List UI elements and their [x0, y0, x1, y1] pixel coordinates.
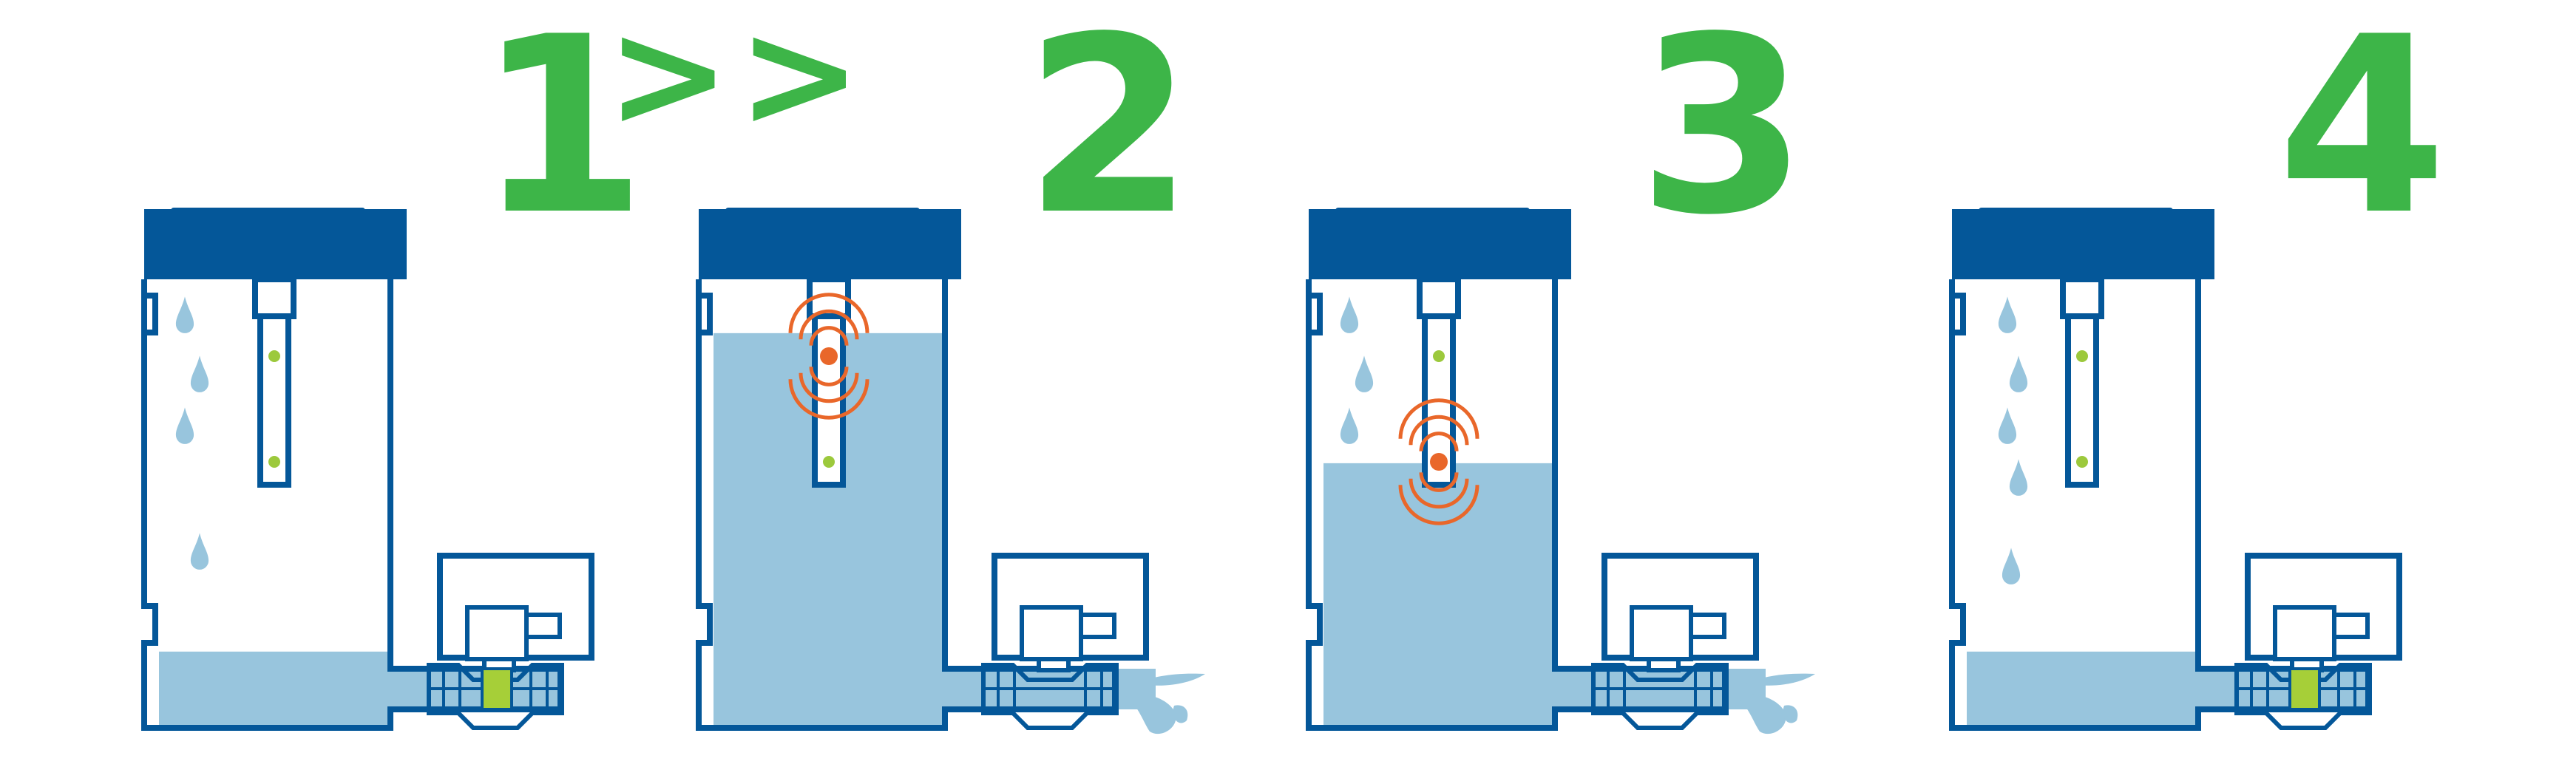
step-labels: 1>> 2 3 4	[477, 0, 2447, 268]
valve-stem	[1037, 657, 1071, 672]
step-panels	[141, 208, 2402, 734]
signal-waves-icon	[809, 367, 849, 386]
signal-waves-icon	[788, 379, 870, 420]
water-drop-icon	[175, 296, 194, 333]
signal-waves-icon	[788, 293, 870, 333]
discharge-splash	[1734, 693, 1786, 734]
valve-body	[1591, 663, 1729, 730]
sensor-dot-upper	[2076, 350, 2088, 362]
step-panel	[141, 208, 594, 731]
discharge-spray	[1135, 673, 1205, 686]
water-drop-icon	[190, 355, 209, 392]
discharge-spray	[1745, 673, 1815, 686]
tank-notch	[141, 279, 158, 335]
tank-water	[159, 651, 390, 728]
discharge-drop	[1173, 705, 1188, 723]
solenoid-connector	[2332, 613, 2370, 639]
water-drop-icon	[2009, 355, 2028, 392]
tank-cap-band	[699, 209, 961, 279]
step-panel	[1949, 208, 2402, 731]
discharge-splash	[1124, 693, 1176, 734]
level-sensor-icon	[1417, 276, 1461, 319]
tank-notch	[696, 279, 713, 335]
tank-notch	[1949, 279, 1966, 335]
solenoid-connector	[524, 613, 562, 639]
water-drop-icon	[1340, 296, 1359, 333]
sensor-dot-lower	[823, 456, 835, 468]
sensor-alarm-dot	[1430, 453, 1448, 471]
water-drop-icon	[1355, 533, 1374, 570]
tank-water	[1323, 463, 1555, 728]
tank-cap-band	[1952, 209, 2214, 279]
solenoid-connector	[1689, 613, 1726, 639]
tank-notch	[1306, 279, 1323, 335]
water-drop-icon	[175, 407, 194, 444]
solenoid-connector	[1079, 613, 1116, 639]
tank-cap-band	[144, 209, 407, 279]
step-number-label: 4	[2277, 0, 2447, 268]
valve-body	[2234, 663, 2372, 730]
sensor-dot-upper	[1433, 350, 1445, 362]
signal-waves-icon	[799, 309, 859, 340]
solenoid-valve-icon	[465, 605, 529, 661]
water-drop-icon	[2009, 459, 2028, 496]
water-drop-icon	[1998, 407, 2017, 444]
water-drop-icon	[1355, 355, 1374, 392]
sensor-dot-lower	[2076, 456, 2088, 468]
discharge-drop	[1783, 705, 1798, 723]
valve-body	[981, 663, 1119, 730]
step-panel	[696, 208, 1205, 734]
water-drop-icon	[190, 533, 209, 570]
solenoid-valve-icon	[2273, 605, 2336, 661]
step-arrows-label: >>	[606, 0, 869, 161]
signal-waves-icon	[1409, 478, 1469, 509]
solenoid-valve-icon	[1020, 605, 1083, 661]
sensor-dot-upper	[268, 350, 280, 362]
step-panel	[1306, 208, 1815, 734]
tank-cap-band	[1309, 209, 1571, 279]
sensor-dot-lower	[268, 456, 280, 468]
level-sensor-icon	[252, 276, 296, 319]
signal-waves-icon	[1409, 415, 1469, 446]
signal-waves-icon	[1398, 485, 1479, 525]
step-number-label: 1	[477, 0, 647, 268]
water-drop-icon	[2002, 548, 2021, 584]
valve-stem	[1647, 657, 1681, 672]
signal-waves-icon	[799, 372, 859, 403]
valve-body	[427, 663, 564, 730]
sensor-alarm-dot	[820, 347, 838, 365]
step-number-label: 2	[1024, 0, 1194, 268]
signal-waves-icon	[809, 326, 849, 346]
valve-closed-plug	[2288, 667, 2321, 711]
signal-waves-icon	[1398, 398, 1479, 439]
signal-waves-icon	[1419, 472, 1459, 492]
tank-water	[1967, 651, 2198, 728]
level-sensor-icon	[2060, 276, 2104, 319]
signal-waves-icon	[1419, 432, 1459, 451]
solenoid-valve-icon	[1630, 605, 1693, 661]
water-drop-icon	[1998, 296, 2017, 333]
valve-closed-plug	[481, 667, 513, 711]
step-number-label: 3	[1638, 0, 1808, 268]
water-drop-icon	[1340, 407, 1359, 444]
